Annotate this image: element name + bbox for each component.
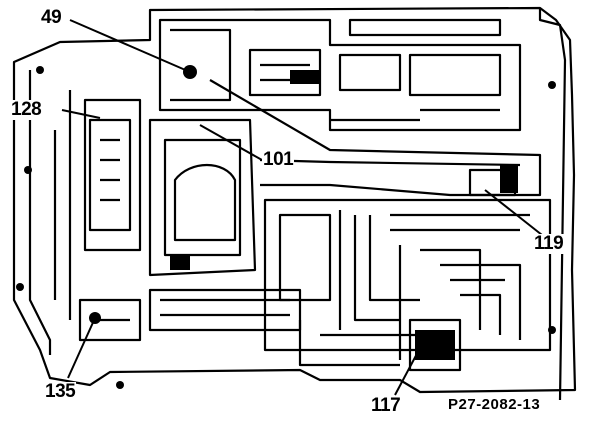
valve-body-outline	[12, 6, 577, 394]
figure-code: P27-2082-13	[448, 396, 541, 413]
callout-119: 119	[533, 233, 565, 254]
leader-135	[67, 317, 96, 379]
leader-101	[199, 124, 263, 161]
leader-119	[484, 189, 543, 236]
callout-128: 128	[10, 99, 43, 120]
callout-135: 135	[44, 381, 77, 402]
callout-117: 117	[370, 395, 402, 416]
leader-117	[394, 347, 421, 396]
leader-128	[61, 109, 101, 119]
callout-101: 101	[262, 149, 295, 170]
callout-49: 49	[40, 7, 63, 28]
leader-49	[69, 19, 191, 73]
